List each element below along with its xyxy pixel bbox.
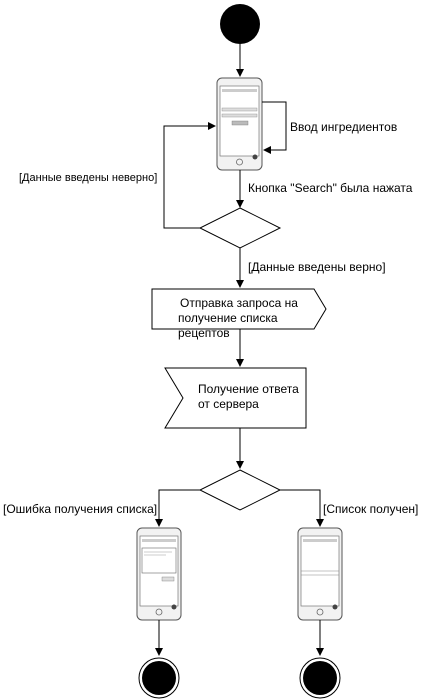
- phone-list-screen: [297, 527, 343, 621]
- flow-invalid-back: [163, 122, 216, 229]
- flow-error-branch: [155, 489, 200, 527]
- action-send-request-text: Отправка запроса на получение списка рец…: [178, 296, 298, 340]
- end-node-success: [299, 657, 341, 699]
- phone-error-screen: [136, 527, 182, 621]
- decision-validation: [198, 207, 282, 249]
- label-data-valid: [Данные введены верно]: [248, 260, 386, 274]
- action-receive-response-text: Получение ответа от сервера: [198, 382, 299, 411]
- label-search-pressed: Кнопка "Search" была нажата: [248, 181, 413, 195]
- flow-success-branch: [280, 489, 324, 527]
- phone-input-screen: [216, 77, 263, 171]
- label-list-error: [Ошибка получения списка]: [3, 502, 158, 516]
- end-node-error: [138, 657, 180, 699]
- label-list-received: [Список получен]: [323, 502, 419, 516]
- action-receive-response: [164, 367, 307, 429]
- flow-ingredients-loop: [262, 101, 287, 154]
- label-ingredients-input: Ввод ингредиентов: [290, 120, 398, 134]
- action-send-request: [151, 288, 327, 330]
- label-data-invalid: [Данные введены неверно]: [19, 172, 158, 184]
- decision-list-result: [198, 469, 282, 511]
- start-node: [220, 4, 260, 44]
